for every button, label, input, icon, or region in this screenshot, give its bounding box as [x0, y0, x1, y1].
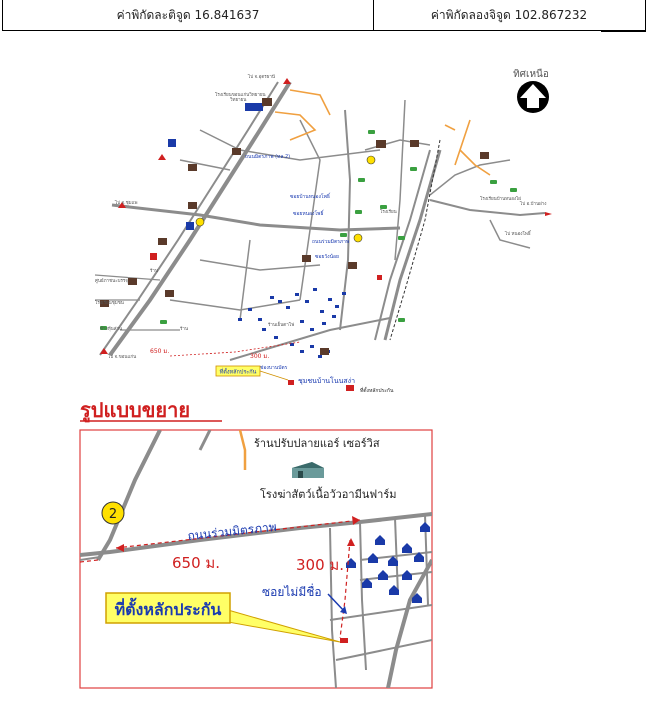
- svg-text:ซอยวังน้อย: ซอยวังน้อย: [315, 253, 339, 260]
- main-roads: [94, 80, 546, 361]
- svg-text:ซอยหนองโพธิ์: ซอยหนองโพธิ์: [293, 209, 325, 217]
- slaughterhouse-building-icon: [292, 462, 324, 478]
- svg-text:ร้าน: ร้าน: [150, 268, 158, 274]
- overview-blue-labels: ถนนมิตรภาพ (ทล.2) ซอยบ้านหนองโพธิ์ ซอยหน…: [245, 153, 349, 260]
- svg-text:ไป หนองโพธิ์: ไป หนองโพธิ์: [504, 229, 532, 237]
- svg-text:ถนนร่วมมิตรภาพ: ถนนร่วมมิตรภาพ: [312, 238, 349, 245]
- map-svg: ทิศเหนือ: [79, 68, 552, 689]
- overview-red-markers: [100, 78, 552, 391]
- overview-car-icons: [100, 130, 517, 330]
- collateral-callout-box: [105, 592, 231, 624]
- zoom-map: ร้านปรับปลายแอร์ เซอร์วิส โรงฆ่าสัตว์เนื…: [79, 429, 433, 689]
- zoom-house-icons: [346, 522, 430, 603]
- railway-line: [389, 139, 441, 341]
- svg-text:ร้าน: ร้าน: [180, 326, 188, 332]
- svg-text:ไป จ.ขอนแก่น: ไป จ.ขอนแก่น: [107, 354, 136, 360]
- overview-300-label: 300 ม.: [250, 353, 269, 360]
- svg-text:โรงเรียนขอนแก่นวิทยายน: โรงเรียนขอนแก่นวิทยายน: [215, 91, 266, 98]
- blue-markers: [168, 103, 263, 230]
- route-number-label: 2: [109, 507, 117, 522]
- zoom-frame: [79, 429, 433, 689]
- longitude-cell: ค่าพิกัดลองจิจูด 102.867232: [373, 0, 646, 31]
- svg-text:วิทยายน: วิทยายน: [230, 97, 247, 103]
- overview-community-label: ชุมชนบ้านโนนสง่า: [298, 376, 355, 385]
- map-area: ทิศเหนือ: [0, 34, 647, 715]
- overview-collateral-label: ที่ตั้งหลักประกัน: [219, 368, 256, 376]
- longitude-label: ค่าพิกัดลองจิจูด 102.867232: [430, 8, 588, 22]
- overview-zone-label: ช่องบานบัตร: [260, 365, 288, 371]
- overview-map: ทิศเหนือ: [94, 68, 552, 394]
- svg-text:ไป จ.อุดรธานี: ไป จ.อุดรธานี: [247, 74, 275, 80]
- overview-place-labels: ไป จ.อุดรธานี โรงเรียนขอนแก่นวิทยายน วิท…: [95, 74, 547, 360]
- overview-650-label: 650 ม.: [150, 348, 169, 355]
- route-number-circle: [101, 501, 125, 525]
- north-arrow-icon: [517, 81, 549, 113]
- zoom-shop-label: ร้านปรับปลายแอร์ เซอร์วิส: [254, 437, 380, 450]
- zoom-slaughter-label: โรงฆ่าสัตว์เนื้อวัวอามีนฟาร์ม: [260, 486, 396, 501]
- coordinate-header: ค่าพิกัดละติจูด 16.841637 ค่าพิกัดลองจิจ…: [0, 0, 647, 34]
- svg-text:ซอยบ้านหนองโพธิ์: ซอยบ้านหนองโพธิ์: [290, 192, 331, 200]
- zoom-title: รูปแบบขยาย: [80, 398, 190, 424]
- zoom-collateral-marker: [340, 638, 348, 643]
- overview-distance-line: [169, 341, 301, 357]
- svg-text:โรงเรียนชุมชน: โรงเรียนชุมชน: [95, 299, 124, 306]
- svg-text:โรงเรียนบ้านหนองไผ่: โรงเรียนบ้านหนองไผ่: [480, 195, 521, 202]
- svg-text:ศูนย์ภาชนะบรรจุ: ศูนย์ภาชนะบรรจุ: [95, 277, 128, 284]
- zoom-300-label: 300 ม.: [296, 556, 344, 574]
- overview-callout-pointer: [259, 370, 289, 381]
- latitude-cell: ค่าพิกัดละติจูด 16.841637: [2, 0, 374, 31]
- zoom-650-label: 650 ม.: [172, 554, 220, 572]
- zoom-alley-label: ซอยไม่มีชื่อ: [262, 583, 322, 599]
- overview-yellow-circles: [195, 155, 376, 243]
- svg-text:ถนนมิตรภาพ (ทล.2): ถนนมิตรภาพ (ทล.2): [245, 153, 290, 160]
- north-label: ทิศเหนือ: [513, 68, 549, 80]
- svg-text:ร้านเย็นตาโฟ: ร้านเย็นตาโฟ: [268, 320, 294, 328]
- underline-mark: [601, 30, 646, 32]
- overview-legend-label: ที่ตั้งหลักประกัน: [360, 385, 394, 394]
- svg-text:โรงเรียน: โรงเรียน: [380, 208, 397, 215]
- latitude-label: ค่าพิกัดละติจูด 16.841637: [116, 8, 260, 22]
- orange-roads: [274, 89, 491, 176]
- svg-text:ไป อ.บ้านฝาง: ไป อ.บ้านฝาง: [519, 201, 547, 207]
- svg-text:ห้างหุ้นส่วน: ห้างหุ้นส่วน: [100, 326, 122, 332]
- overview-building-icons: [100, 98, 489, 355]
- collateral-callout-label: ที่ตั้งหลักประกัน: [115, 597, 222, 619]
- svg-text:ไป จ.ชุมแพ: ไป จ.ชุมแพ: [114, 200, 138, 206]
